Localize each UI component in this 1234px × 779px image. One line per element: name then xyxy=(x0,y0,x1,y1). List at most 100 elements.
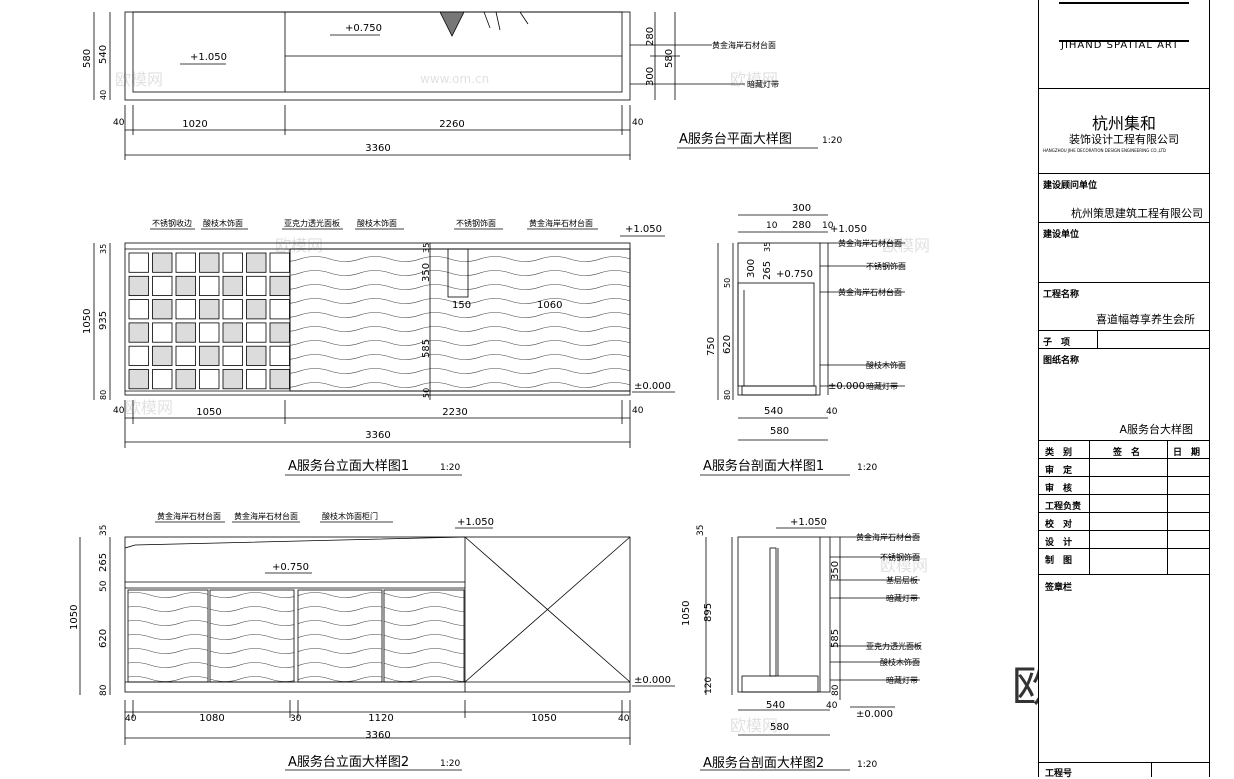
e1-dim-935: 935 xyxy=(98,311,109,330)
e1-dim-in-1060: 1060 xyxy=(537,300,562,311)
project-label: 工程名称 xyxy=(1043,290,1080,300)
role-engineer: 工程负责 xyxy=(1045,502,1082,512)
e1-dim-1050: 1050 xyxy=(82,309,93,334)
checker-panel xyxy=(199,299,220,320)
s1-note-2: 不锈钢饰面 xyxy=(866,261,906,271)
plan-level-top: +1.050 xyxy=(190,52,227,63)
checker-panel xyxy=(222,299,243,320)
role-design: 设 计 xyxy=(1045,538,1073,548)
checker-panel xyxy=(128,299,149,320)
role-review: 审 核 xyxy=(1045,484,1073,494)
section-2 xyxy=(700,527,920,771)
s2-dim-1050: 1050 xyxy=(681,601,692,626)
consultant-label: 建设顾问单位 xyxy=(1043,181,1098,191)
e1-dim-80: 80 xyxy=(99,390,108,400)
e1-note-2: 酸枝木饰面 xyxy=(203,218,243,228)
role-approve: 审 定 xyxy=(1045,466,1073,476)
checker-panel xyxy=(269,369,290,390)
table-header-category: 类 别 xyxy=(1045,448,1073,458)
s2-dim-585: 585 xyxy=(830,629,841,648)
checker-panel xyxy=(269,275,290,296)
e2-scale: 1:20 xyxy=(440,759,460,769)
s1-scale: 1:20 xyxy=(857,463,877,473)
project-value: 喜道幅尊享养生会所 xyxy=(1096,313,1195,326)
checker-panel xyxy=(269,322,290,343)
e1-note-4: 酸枝木饰面 xyxy=(357,218,397,228)
checker-panel xyxy=(175,322,196,343)
e1-dim-in-50: 50 xyxy=(422,388,431,398)
e1-dim-in-150: 150 xyxy=(452,300,471,311)
s1-level-bottom: ±0.000 xyxy=(828,381,865,392)
checker-panel xyxy=(246,345,267,366)
checker-panel xyxy=(128,322,149,343)
s2-dim-895: 895 xyxy=(703,603,714,622)
checker-panel xyxy=(222,322,243,343)
s2-note-3: 基层层板 xyxy=(886,575,918,585)
e1-title: A服务台立面大样图1 xyxy=(288,458,409,474)
checker-panel xyxy=(152,369,173,390)
s1-note-4: 酸枝木饰面 xyxy=(866,360,906,370)
s1-dim-10-right: 10 xyxy=(822,221,834,231)
s2-dim-40: 40 xyxy=(826,701,838,711)
plan-note-stone: 黄金海岸石材台面 xyxy=(712,40,776,50)
watermark-url: www.om.cn xyxy=(420,72,490,86)
elevation-2 xyxy=(79,521,675,771)
title-block: JIHAND SPATIAL ART 杭州集和 装饰设计工程有限公司 HANGZ… xyxy=(1038,0,1210,779)
e2-level-bottom: ±0.000 xyxy=(634,675,671,686)
consultant-value: 杭州策思建筑工程有限公司 xyxy=(1071,207,1203,220)
watermark-brand-5: 欧模网 xyxy=(125,398,174,417)
checker-panel xyxy=(175,345,196,366)
plan-dim-40: 40 xyxy=(99,90,108,100)
s2-dim-80: 80 xyxy=(831,684,841,696)
project-number-label: 工程号 xyxy=(1045,769,1073,779)
s1-dim-620: 620 xyxy=(722,335,733,354)
company-english: HANGZHOU JIHE DECORATION DESIGN ENGINEER… xyxy=(1043,148,1167,153)
e1-note-3: 亚克力透光面板 xyxy=(284,218,340,228)
role-draft: 制 图 xyxy=(1045,556,1073,566)
s2-dim-580: 580 xyxy=(770,722,789,733)
checker-panel xyxy=(199,252,220,273)
e2-dim-1080: 1080 xyxy=(199,713,224,724)
section-1 xyxy=(700,214,905,476)
e1-level-top: +1.050 xyxy=(625,224,662,235)
plan-dim-40-left: 40 xyxy=(113,118,125,128)
s1-dim-540: 540 xyxy=(764,406,783,417)
checker-panel xyxy=(199,345,220,366)
plan-note-light: 暗藏灯带 xyxy=(747,79,779,89)
sign-area-label: 签章栏 xyxy=(1045,583,1073,593)
table-header-signature: 签 名 xyxy=(1113,448,1141,458)
s1-dim-50: 50 xyxy=(723,278,732,288)
e2-dim-1050-bottom: 1050 xyxy=(531,713,556,724)
e1-dim-total: 3360 xyxy=(365,430,390,441)
checker-panel xyxy=(175,252,196,273)
e2-dim-35: 35 xyxy=(99,525,109,536)
watermark-brand-6: 欧模网 xyxy=(880,556,929,575)
drawing-name-value: A服务台大样图 xyxy=(1119,423,1193,436)
checker-panel xyxy=(152,275,173,296)
checker-panel xyxy=(152,299,173,320)
plan-dim-540: 540 xyxy=(98,45,109,64)
s2-level-bottom: ±0.000 xyxy=(856,709,893,720)
s2-note-4: 暗藏灯带 xyxy=(886,593,918,603)
s1-dim-265: 265 xyxy=(762,261,773,280)
checker-panel xyxy=(246,252,267,273)
checker-panel xyxy=(152,252,173,273)
elevation-1 xyxy=(93,228,675,476)
e1-note-6: 黄金海岸石材台面 xyxy=(529,218,593,228)
checker-panel xyxy=(199,322,220,343)
plan-dim-1020: 1020 xyxy=(182,119,207,130)
s2-note-1: 黄金海岸石材台面 xyxy=(856,532,920,542)
company-name: 杭州集和 xyxy=(1091,114,1156,133)
s2-level-top: +1.050 xyxy=(790,517,827,528)
company-logo xyxy=(1059,2,1189,42)
e2-dim-40-right: 40 xyxy=(618,714,630,724)
plan-scale: 1:20 xyxy=(822,136,842,146)
checker-panel xyxy=(128,252,149,273)
plan-dim-580: 580 xyxy=(82,49,93,68)
checker-panel xyxy=(128,369,149,390)
table-header-date: 日 期 xyxy=(1173,448,1201,458)
e2-dim-80: 80 xyxy=(99,684,109,696)
e1-dim-1050-bottom: 1050 xyxy=(196,407,221,418)
e2-dim-40-left: 40 xyxy=(125,714,137,724)
watermark-brand-4: 欧模网 xyxy=(275,236,324,255)
